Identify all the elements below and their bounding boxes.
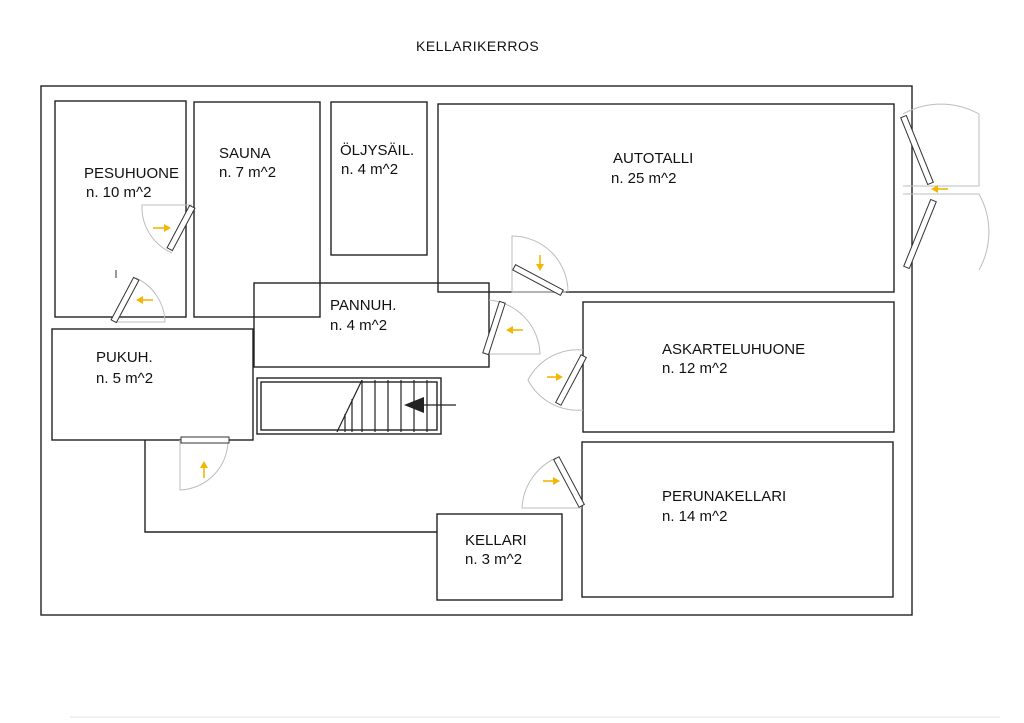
door-autotalli-inner [511,235,569,297]
room-name: SAUNA [219,145,271,162]
door-arrow-icon [506,326,513,334]
room-askarteluhuone: ASKARTELUHUONE n. 12 m^2 [582,301,895,433]
door-arrow-icon [931,185,938,193]
room-area: n. 7 m^2 [219,164,276,181]
room-name: ÖLJYSÄIL. [340,141,414,159]
room-area: n. 4 m^2 [341,161,398,178]
room-name: KELLARI [465,532,527,549]
room-perunakellari: PERUNAKELLARI n. 14 m^2 [581,441,894,598]
room-pannuhuone: PANNUH. n. 4 m^2 [253,282,490,368]
plan-title: KELLARIKERROS [416,38,539,54]
room-pukuhuone: PUKUH. n. 5 m^2 [51,328,254,441]
corridor-wall [144,440,437,533]
building-outline [40,85,913,616]
room-area: n. 3 m^2 [465,551,522,568]
room-kellari: KELLARI n. 3 m^2 [436,513,563,601]
room-sauna: SAUNA n. 7 m^2 [193,101,321,318]
room-area: n. 5 m^2 [96,370,153,387]
stair-direction-arrow-icon [404,397,424,413]
door-pesuhuone-pukuhuone [110,270,166,324]
room-name: AUTOTALLI [613,150,693,167]
room-area: n. 14 m^2 [662,508,727,525]
door-pannuhuone [482,299,541,356]
room-pesuhuone: PESUHUONE n. 10 m^2 [54,100,187,318]
door-arrow-icon [556,373,563,381]
room-area: n. 10 m^2 [86,184,151,201]
room-name: PUKUH. [96,349,153,366]
room-autotalli: AUTOTALLI n. 25 m^2 [437,103,895,293]
door-autotalli-garage [900,103,990,271]
door-arrow-icon [553,477,560,485]
room-name: PERUNAKELLARI [662,488,786,505]
door-arrow-icon [164,224,171,232]
door-pesuhuone-sauna [141,204,196,254]
door-pukuhuone [179,436,230,491]
room-name: PESUHUONE [84,165,179,182]
staircase [256,377,456,435]
room-area: n. 12 m^2 [662,360,727,377]
door-arrow-icon [536,264,544,271]
door-perunakellari [521,456,586,509]
room-name: ASKARTELUHUONE [662,341,805,358]
room-area: n. 4 m^2 [330,317,387,334]
door-arrow-icon [200,461,208,468]
door-arrow-icon [136,296,143,304]
room-oljysailio: ÖLJYSÄIL. n. 4 m^2 [330,101,428,256]
room-name: PANNUH. [330,297,396,314]
room-area: n. 25 m^2 [611,170,676,187]
door-askarteluhuone [527,349,588,411]
